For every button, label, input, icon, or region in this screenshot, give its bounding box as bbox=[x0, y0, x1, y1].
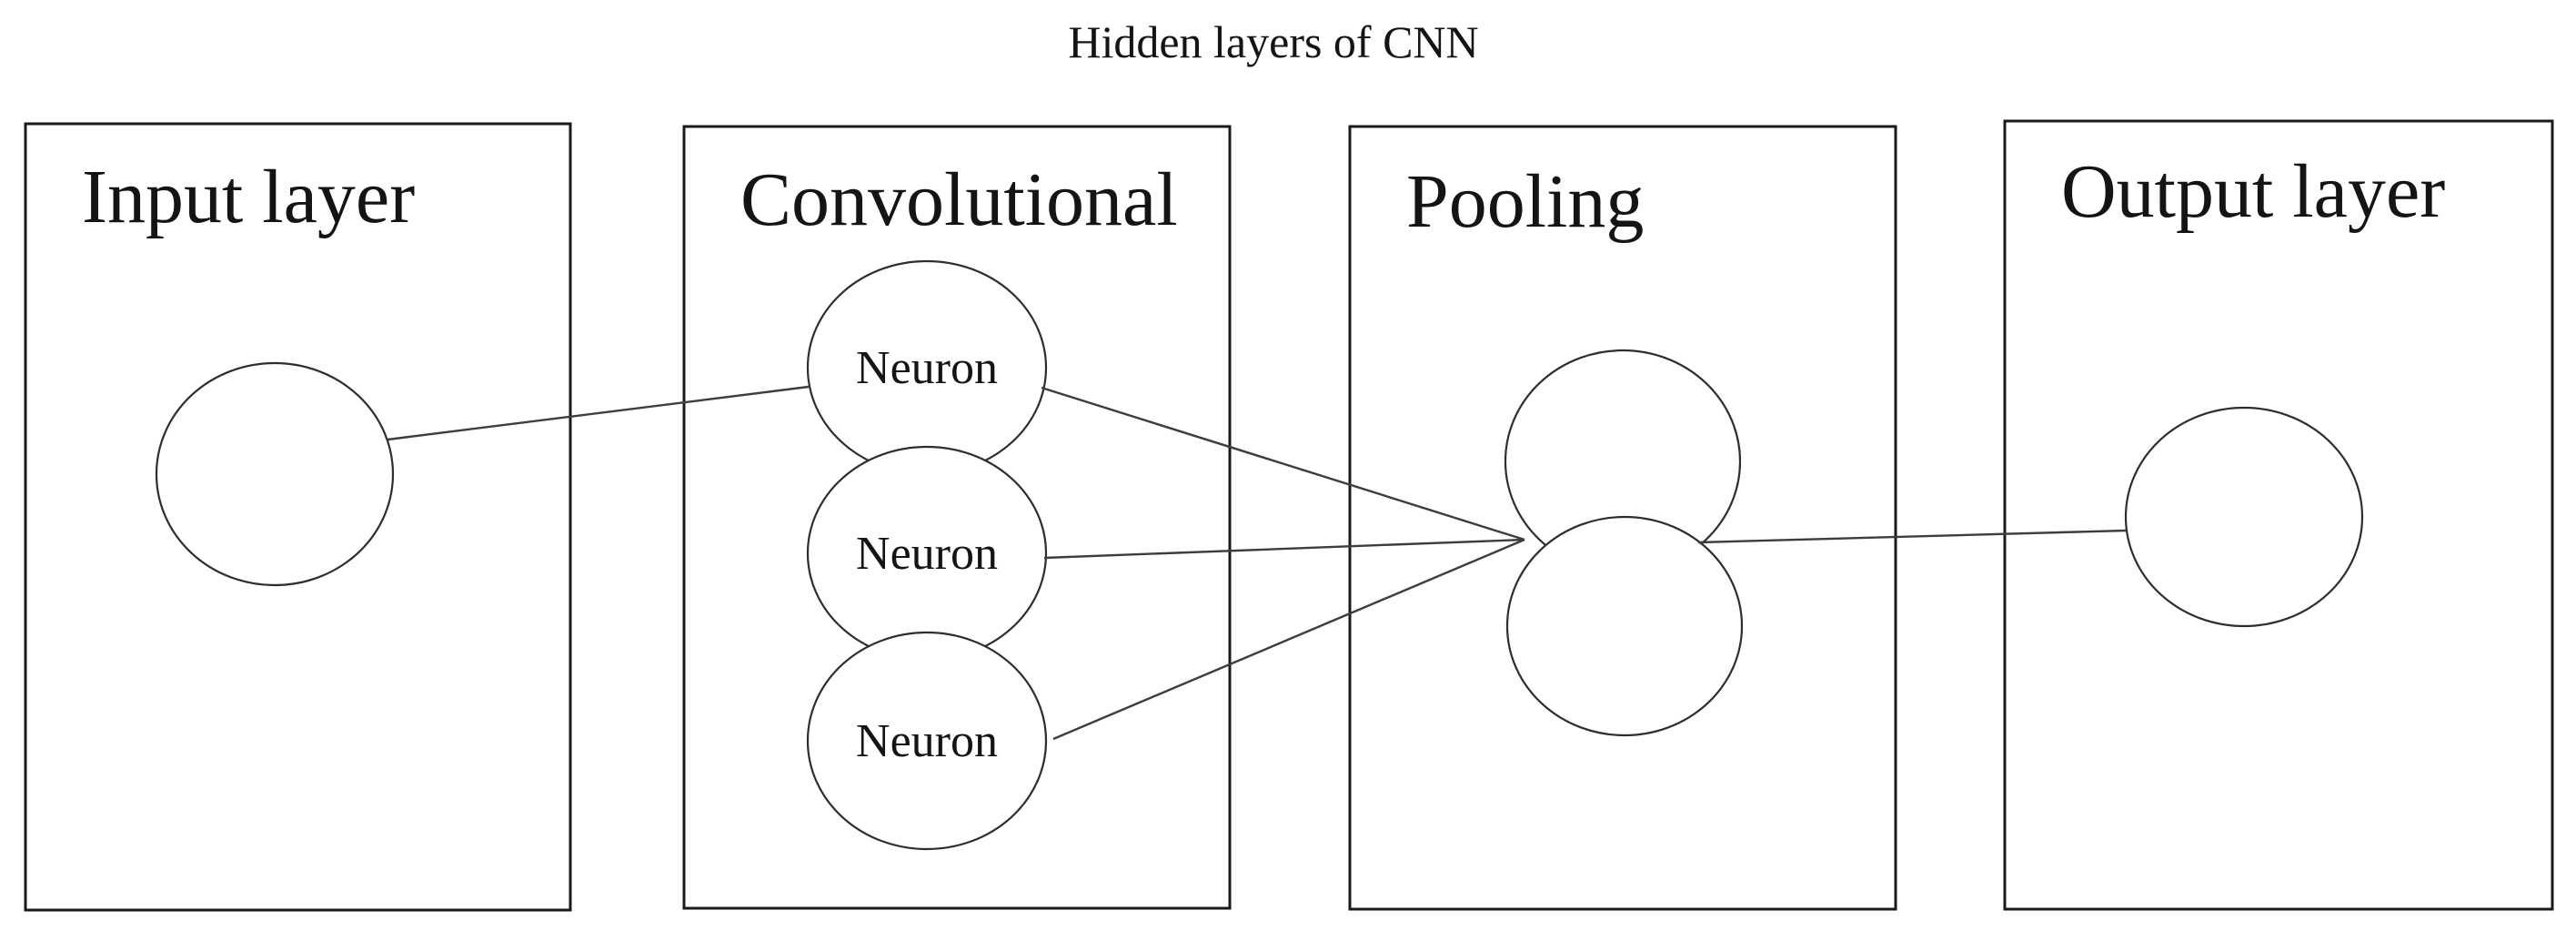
connection-conv2-to-pooling bbox=[1043, 538, 1525, 560]
label-neuron-3: Neuron bbox=[856, 715, 998, 767]
connection-conv1-to-pooling bbox=[1041, 386, 1525, 541]
label-input-layer: Input layer bbox=[82, 155, 415, 239]
connection-pooling-to-output bbox=[1697, 529, 2127, 544]
label-output-layer: Output layer bbox=[2061, 149, 2445, 234]
output-neuron-circle bbox=[2124, 406, 2364, 628]
label-neuron-1: Neuron bbox=[856, 342, 998, 394]
conv-neuron-3-circle bbox=[806, 631, 1048, 851]
label-neuron-2: Neuron bbox=[856, 528, 998, 580]
connection-conv3-to-pooling bbox=[1052, 538, 1525, 741]
input-neuron-circle bbox=[155, 361, 395, 587]
label-convolutional: Convolutional bbox=[740, 157, 1178, 242]
diagram-title: Hidden layers of CNN bbox=[1068, 16, 1478, 67]
pooling-bottom-circle bbox=[1505, 515, 1744, 737]
label-pooling: Pooling bbox=[1406, 159, 1644, 244]
connection-input-to-conv1 bbox=[387, 385, 810, 441]
